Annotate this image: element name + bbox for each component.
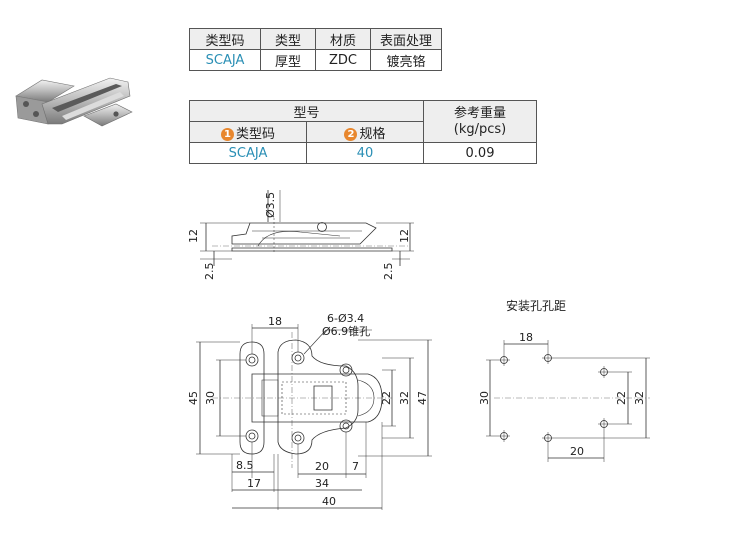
dim-front-40: 40 — [322, 495, 336, 508]
dim-mount-18: 18 — [519, 331, 533, 344]
front-view — [196, 324, 432, 510]
dim-front-8-5: 8.5 — [236, 459, 254, 472]
subheader-type-code-label: 类型码 — [235, 126, 275, 142]
dim-front-34: 34 — [315, 477, 329, 490]
dim-side-2-5-right: 2.5 — [382, 263, 395, 281]
front-view-labels: 18 6-Ø3.4 Ø6.9锥孔 45 30 22 32 47 8.5 17 2… — [187, 312, 429, 508]
mount-title: 安装孔孔距 — [506, 298, 566, 313]
product-photo — [15, 77, 133, 127]
subheader-size-label: 规格 — [359, 126, 386, 142]
side-view-labels: Ø3.5 12 12 2.5 2.5 — [187, 192, 411, 280]
side-view — [200, 190, 414, 266]
header-model: 型号 — [189, 100, 424, 122]
header-material: 材质 — [315, 28, 371, 50]
dim-front-7: 7 — [352, 460, 359, 473]
cell-type-code: SCAJA — [189, 49, 261, 71]
dim-front-30: 30 — [204, 391, 217, 405]
spec-table: 类型码 类型 材质 表面处理 SCAJA 厚型 ZDC 镀亮铬 — [189, 28, 442, 71]
dim-mount-20: 20 — [570, 445, 584, 458]
cell-surface: 镀亮铬 — [370, 49, 442, 71]
header-weight: 参考重量 (kg/pcs) — [423, 100, 537, 143]
dim-front-22: 22 — [380, 391, 393, 405]
dim-mount-22: 22 — [615, 391, 628, 405]
dim-side-12-left: 12 — [187, 229, 200, 243]
dim-front-47: 47 — [416, 391, 429, 405]
cell-model-size: 40 — [306, 142, 424, 164]
mount-view-labels: 安装孔孔距 18 30 22 32 20 — [478, 298, 646, 458]
dim-front-17: 17 — [247, 477, 261, 490]
mount-hole-view — [486, 340, 650, 462]
dim-front-20: 20 — [315, 460, 329, 473]
note-holes: 6-Ø3.4 — [327, 312, 364, 325]
dim-front-45: 45 — [187, 391, 200, 405]
dim-dia-3-5: Ø3.5 — [264, 192, 277, 218]
dim-side-2-5-left: 2.5 — [203, 263, 216, 281]
cell-weight: 0.09 — [423, 142, 537, 164]
dim-mount-32: 32 — [633, 391, 646, 405]
dim-front-18: 18 — [268, 315, 282, 328]
note-countersink: Ø6.9锥孔 — [322, 325, 370, 338]
badge-1-icon: 1 — [220, 127, 234, 141]
dim-mount-30: 30 — [478, 391, 491, 405]
dim-side-12-right: 12 — [398, 229, 411, 243]
dim-front-32: 32 — [398, 391, 411, 405]
badge-2-icon: 2 — [344, 127, 358, 141]
